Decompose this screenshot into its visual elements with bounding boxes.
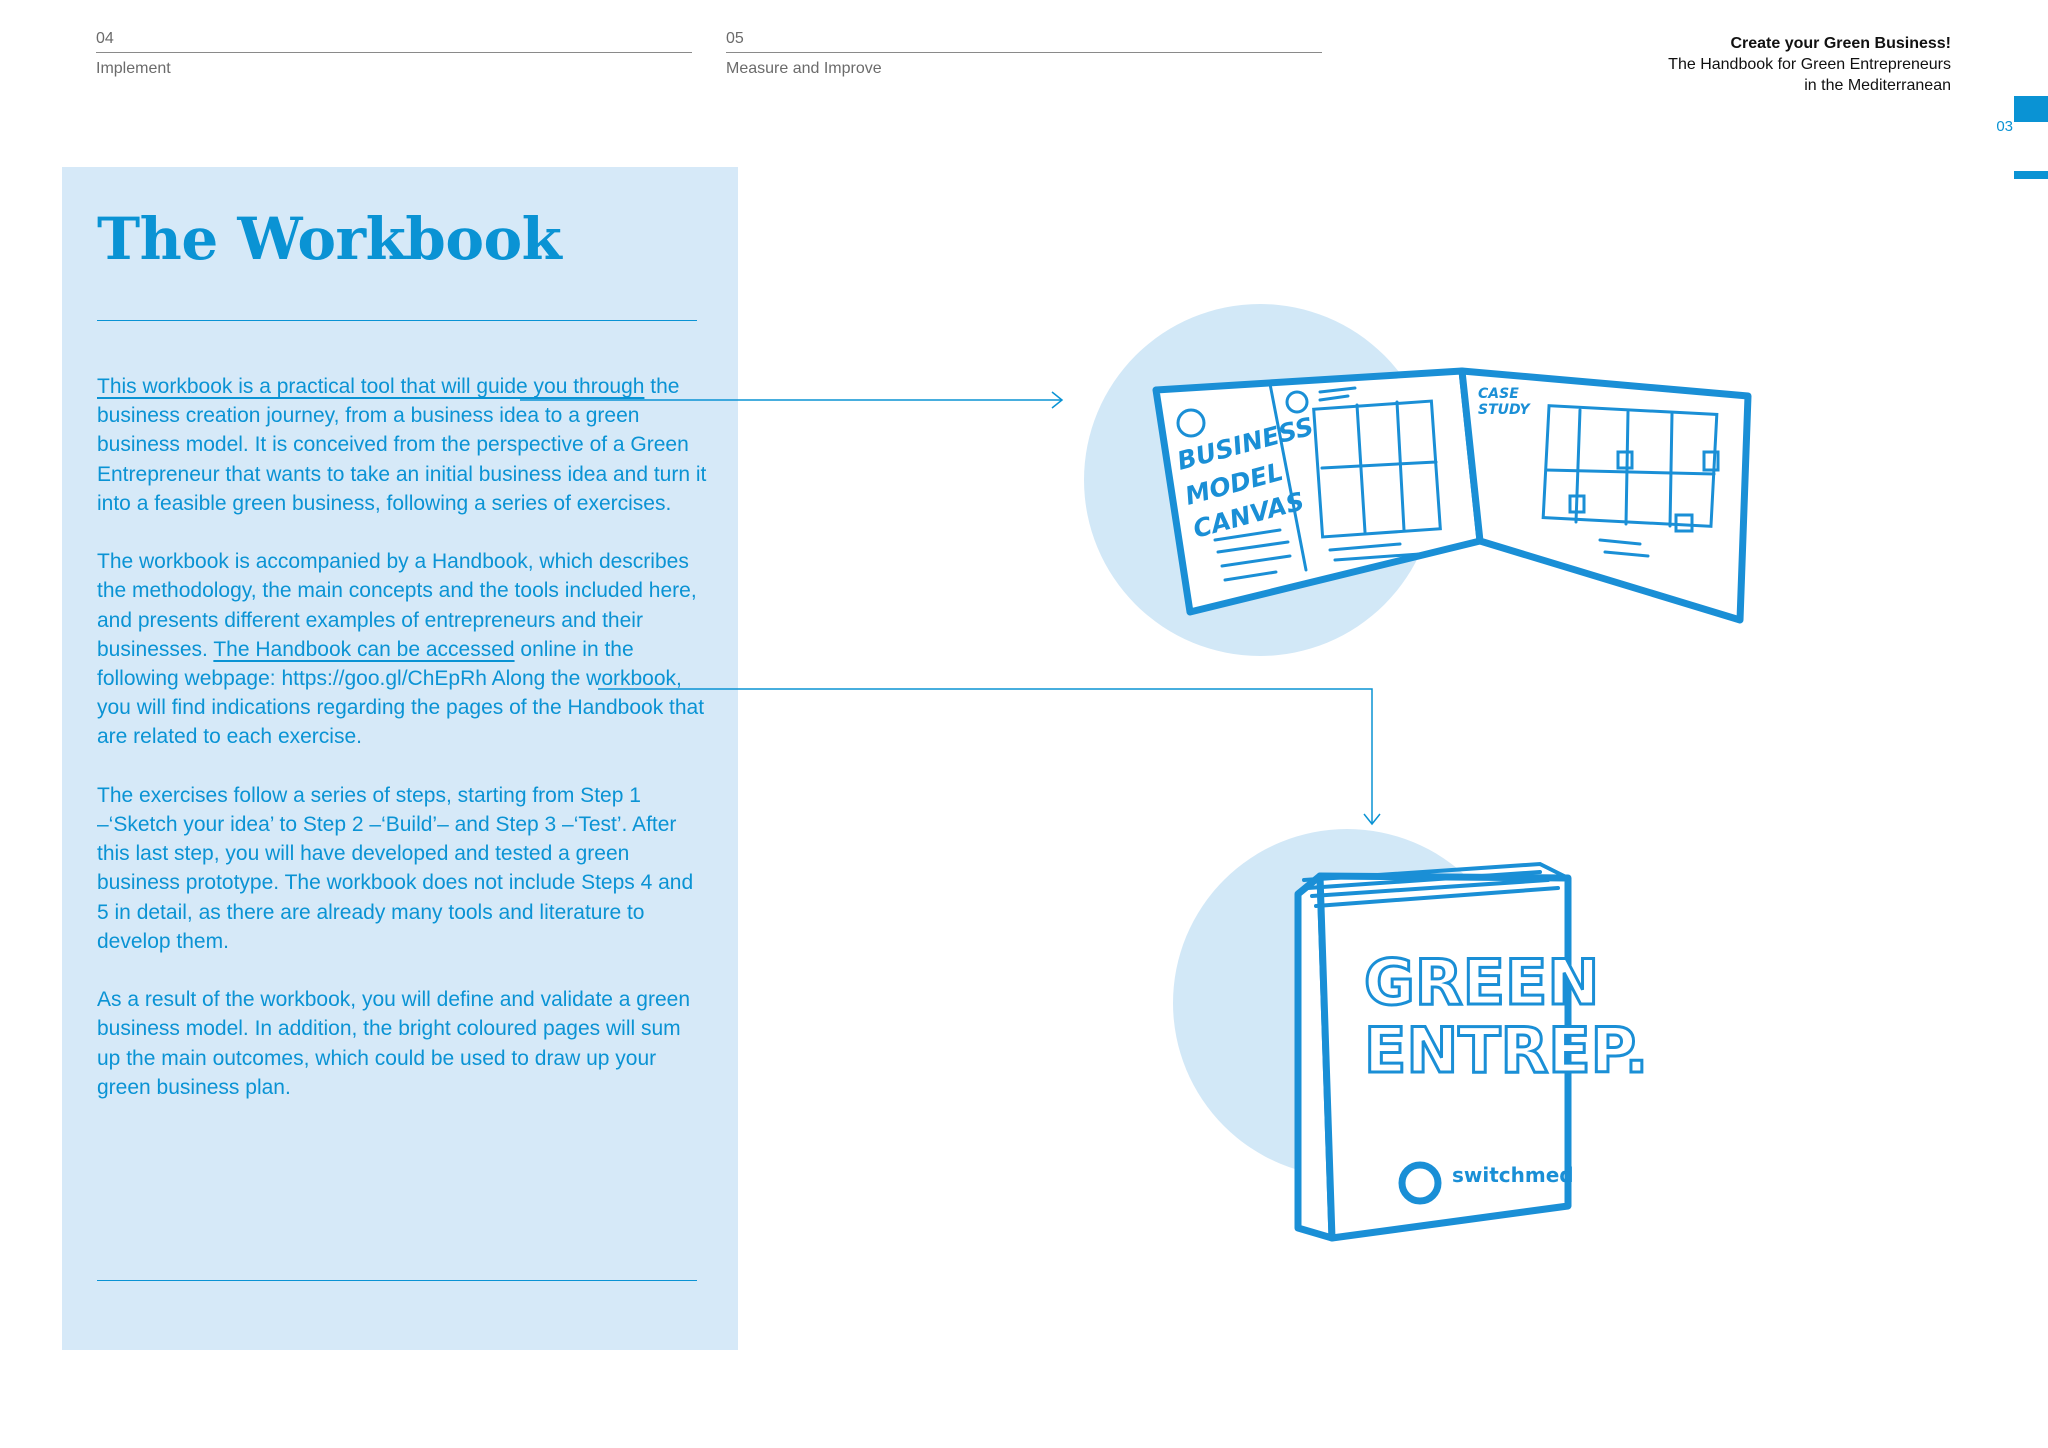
section-nav-measure[interactable]: 05 Measure and Improve xyxy=(726,28,1322,79)
logo-text: switchmed xyxy=(1452,1163,1574,1187)
paragraph-text: The workbook is accompanied by a Handboo… xyxy=(97,550,697,661)
page-tab-marker xyxy=(2014,96,2048,122)
paragraph: The exercises follow a series of steps, … xyxy=(97,783,694,953)
section-number: 04 xyxy=(96,30,114,47)
paragraph-text: the business creation journey, from a bu… xyxy=(97,375,707,515)
arrow-icon xyxy=(598,688,1381,826)
underlined-text: This workbook is a practical tool that w… xyxy=(97,375,645,398)
section-number: 05 xyxy=(726,30,744,47)
paragraph: This workbook is a practical tool that w… xyxy=(97,372,707,518)
paragraph: As a result of the workbook, you will de… xyxy=(97,988,691,1099)
canvas-sketch-illustration: BUSINESS MODEL CANVAS CASE STUDY xyxy=(1084,304,1752,656)
arrow-icon xyxy=(520,391,1064,409)
cover-title: ENTREP. xyxy=(1364,1014,1648,1087)
paragraph-text: online in the following webpage: https:/… xyxy=(97,637,705,749)
book-subtitle-line: The Handbook for Green Entrepreneurs xyxy=(1668,56,1951,73)
divider xyxy=(726,52,1322,53)
page-number: 03 xyxy=(1996,118,2013,135)
page-title: The Workbook xyxy=(97,205,562,273)
body-text: This workbook is a practical tool that w… xyxy=(97,372,707,1131)
divider xyxy=(97,1280,697,1281)
book-title: Create your Green Business! The Handbook… xyxy=(1668,33,1951,96)
handbook-link[interactable]: The Handbook can be accessed xyxy=(213,637,515,661)
page-tab-marker xyxy=(2014,171,2048,179)
section-label: Measure and Improve xyxy=(726,60,882,77)
sketch-label: STUDY xyxy=(1478,402,1532,418)
section-nav-implement[interactable]: 04 Implement xyxy=(96,28,692,79)
book-subtitle-line: in the Mediterranean xyxy=(1804,77,1951,94)
book-title-line: Create your Green Business! xyxy=(1730,35,1951,52)
sketch-label: CASE xyxy=(1478,386,1519,402)
section-label: Implement xyxy=(96,60,171,77)
cover-title: GREEN xyxy=(1364,946,1599,1019)
workbook-panel xyxy=(62,167,738,1350)
divider xyxy=(96,52,692,53)
handbook-sketch-illustration: GREEN ENTREP. switchmed xyxy=(1173,829,1650,1242)
logo-icon xyxy=(1398,1161,1442,1205)
paragraph: The workbook is accompanied by a Handboo… xyxy=(97,547,707,751)
divider xyxy=(97,320,697,321)
